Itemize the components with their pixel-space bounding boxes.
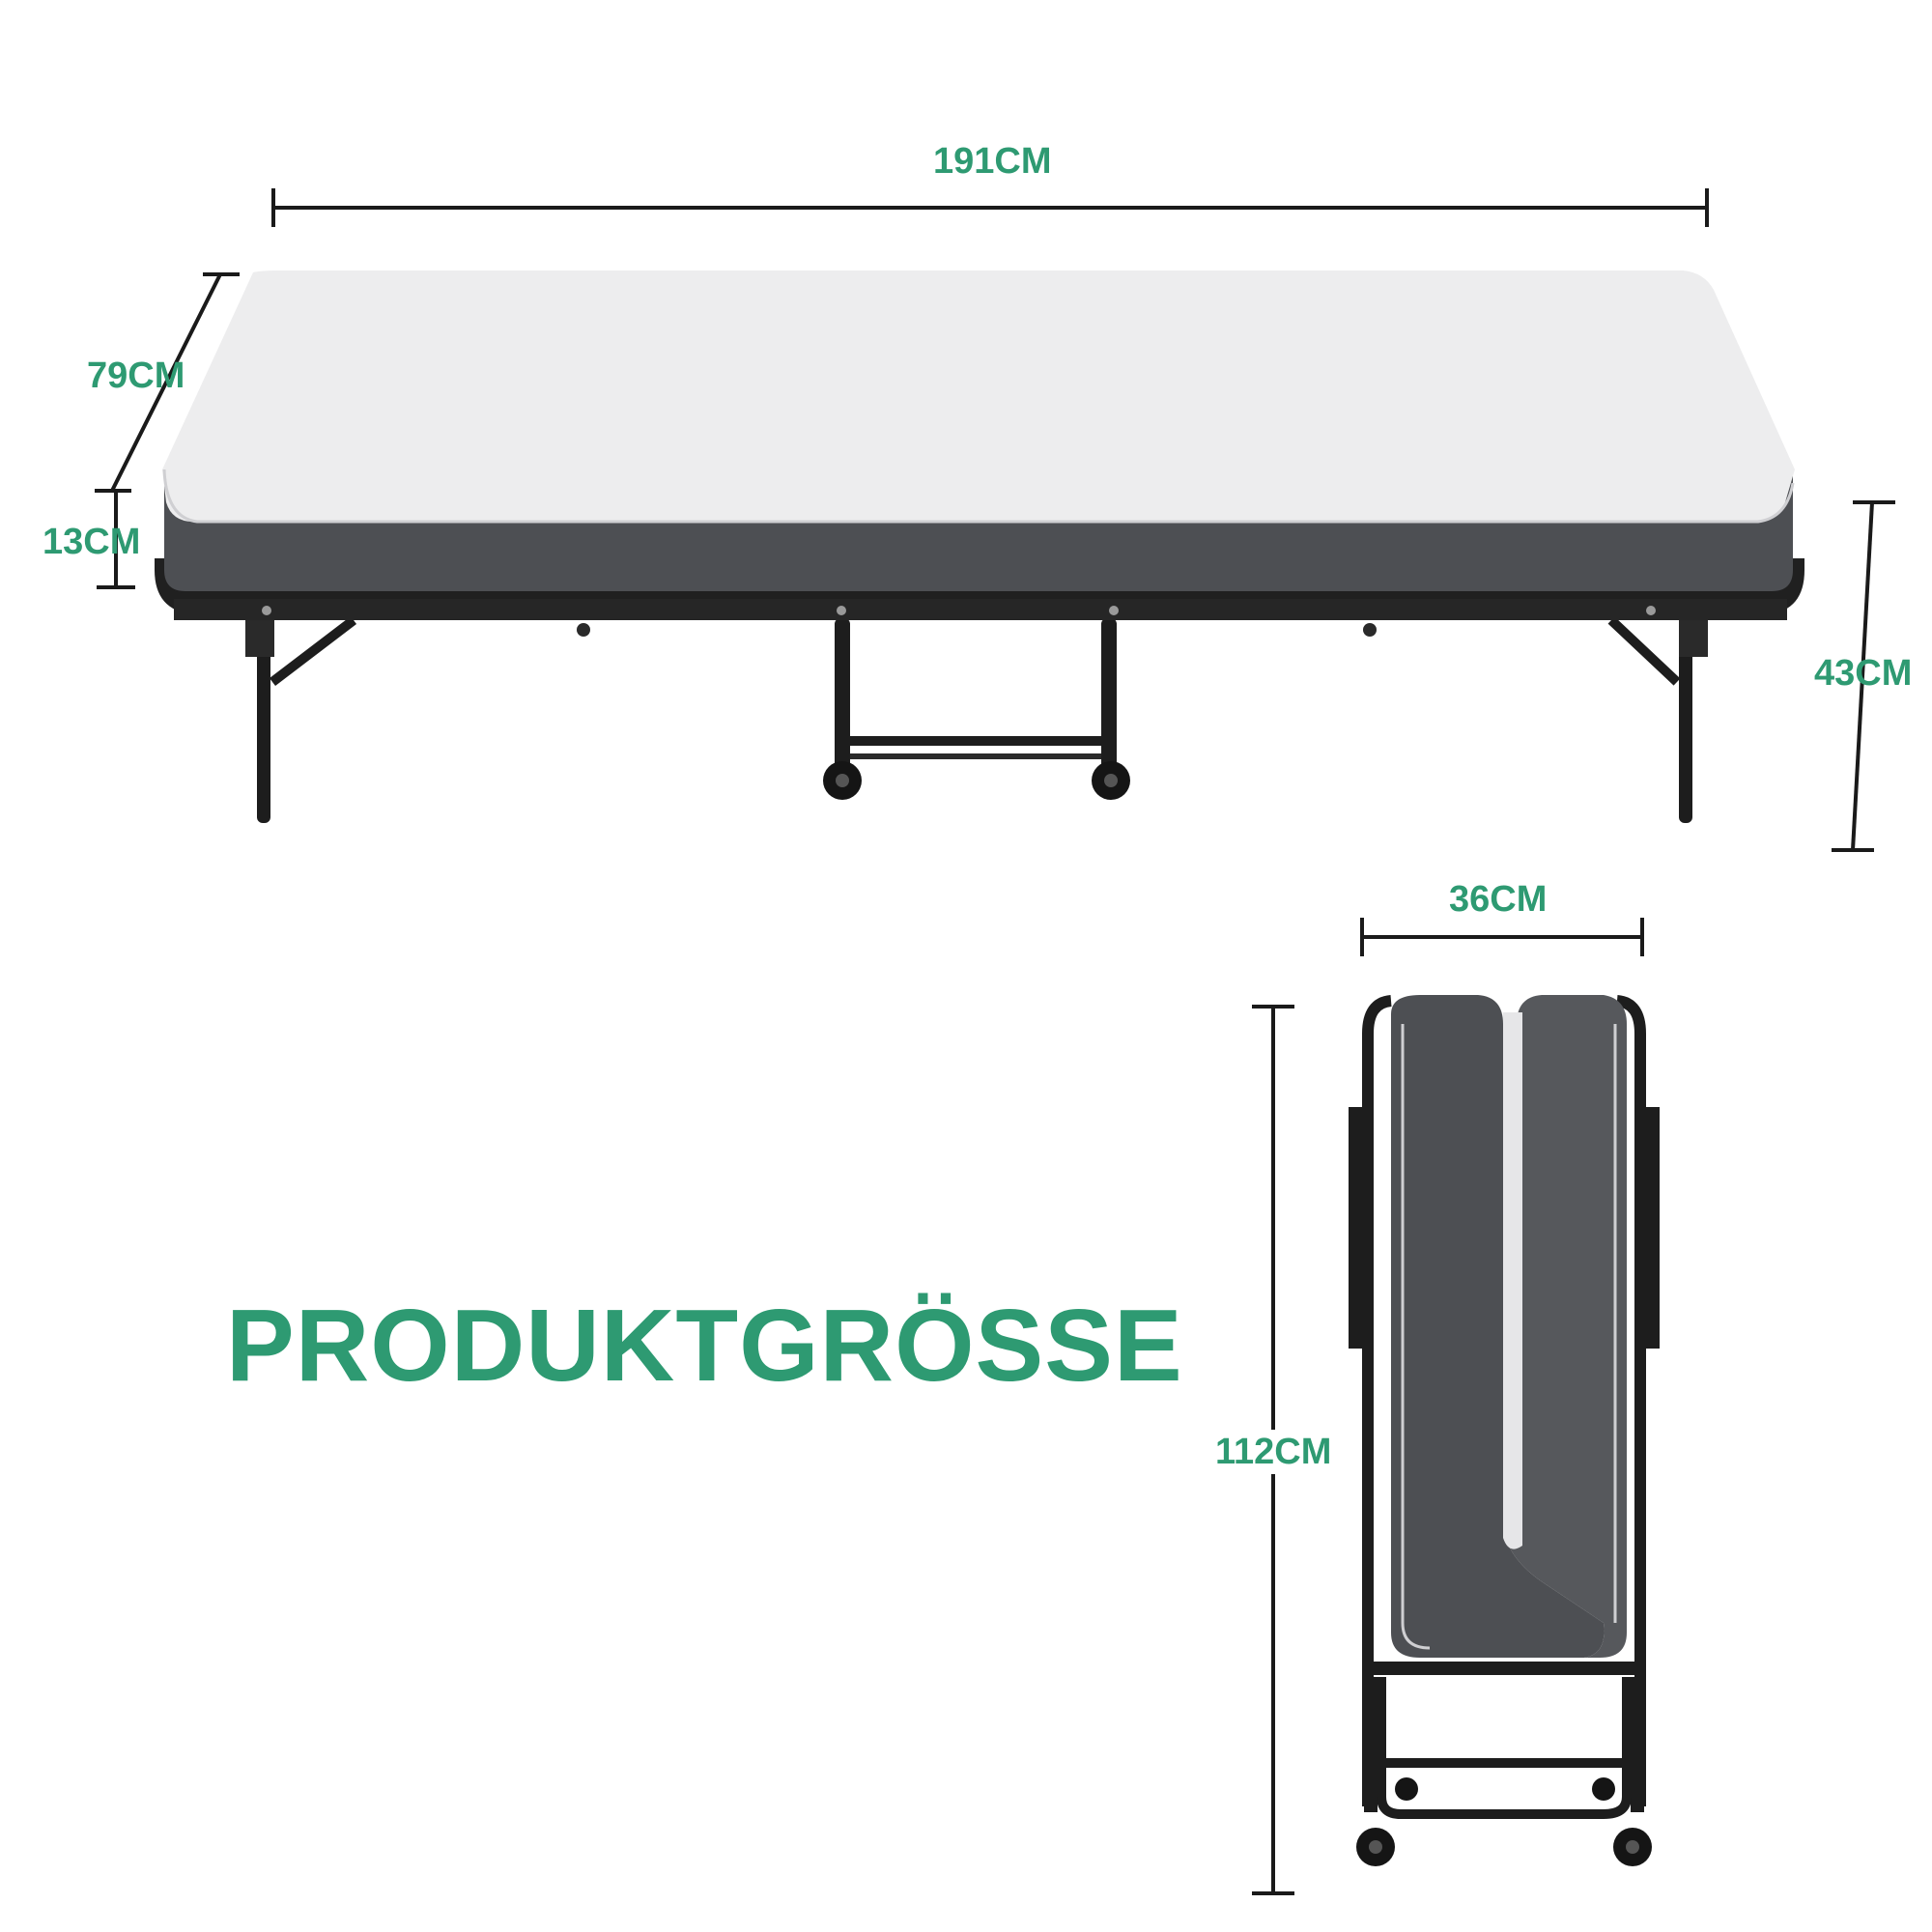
wheel-icon (823, 761, 1130, 800)
bed-right-leg (1607, 616, 1708, 823)
width-dimension-line (95, 272, 240, 493)
thickness-label: 13CM (43, 522, 141, 562)
height-label: 43CM (1814, 653, 1913, 694)
width-label: 79CM (87, 355, 185, 396)
folded-mattress (1391, 995, 1627, 1658)
unfolded-bed (155, 270, 1804, 823)
length-label: 191CM (933, 141, 1052, 182)
page-title: PRODUKTGRÖSSE (226, 1289, 1183, 1403)
bed-left-leg (245, 616, 357, 823)
height-dimension-line (1832, 500, 1895, 852)
length-dimension-line (271, 188, 1709, 227)
folded-height-label: 112CM (1215, 1430, 1332, 1474)
mattress (162, 270, 1795, 591)
folded-width-label: 36CM (1449, 879, 1548, 920)
thickness-dimension-line (97, 493, 135, 589)
folded-width-dimension-line (1360, 918, 1644, 956)
bed-center-legs (835, 618, 1117, 773)
folded-bed (1349, 995, 1660, 1866)
wheel-icon (1356, 1777, 1652, 1866)
